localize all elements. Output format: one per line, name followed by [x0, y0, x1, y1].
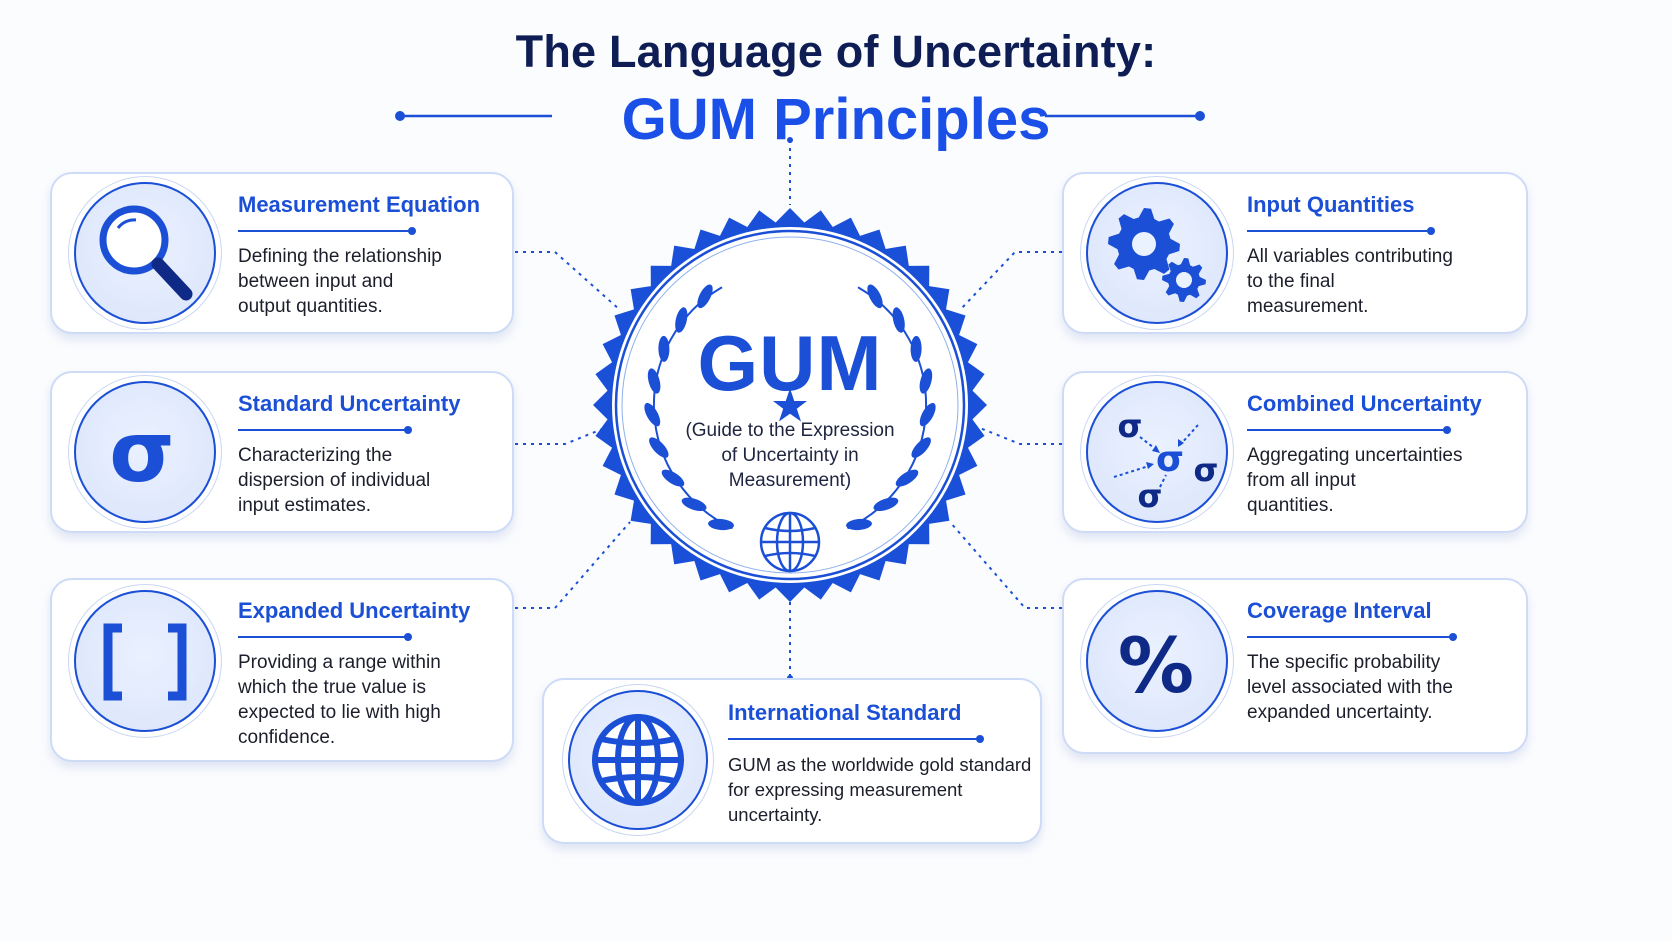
card-coverage-interval: % Coverage Interval The specific probabi… [1062, 578, 1528, 754]
laurel-leaf [919, 402, 936, 427]
gum-seal [593, 208, 987, 602]
laurel-leaf [681, 497, 707, 512]
standard-uncertainty-title: Standard Uncertainty [238, 391, 461, 416]
badge-acronym: GUM [697, 319, 883, 407]
laurel-leaf [919, 368, 933, 394]
expanded-uncertainty-description: Providing a range within which the true … [238, 652, 441, 748]
international-standard-description: GUM as the worldwide gold standard for e… [728, 754, 1032, 825]
connector-coverage-interval [949, 521, 1062, 609]
laurel-leaf [867, 284, 883, 309]
coverage-interval-icon-circle: % [1086, 590, 1228, 732]
svg-text:σ: σ [109, 403, 174, 501]
laurel-leaf [846, 518, 872, 531]
connector-combined-uncertainty [969, 423, 1062, 445]
connector-measurement-equation [515, 251, 621, 311]
combined-uncertainty-icon-circle: σ σ σ σ [1086, 381, 1228, 523]
expanded-uncertainty-rule [238, 633, 412, 641]
input-quantities-icon-circle [1086, 182, 1228, 324]
international-standard-icon-circle [568, 690, 708, 830]
laurel-leaf [697, 284, 713, 309]
card-measurement-equation: Measurement Equation Defining the relati… [50, 172, 514, 334]
laurel-leaf [647, 368, 661, 394]
coverage-interval-title: Coverage Interval [1247, 598, 1432, 623]
sigma-icon: σ [109, 403, 174, 501]
input-quantities-description: All variables contributing to the final … [1247, 246, 1453, 317]
international-standard-title: International Standard [728, 700, 962, 725]
measurement-equation-title: Measurement Equation [238, 192, 481, 217]
card-input-quantities: Input Quantities All variables contribut… [1062, 172, 1528, 334]
laurel-leaf [895, 469, 919, 487]
measurement-equation-icon-circle [74, 182, 216, 324]
badge-subtitle: (Guide to the Expression of Uncertainty … [685, 420, 895, 491]
expanded-uncertainty-title: Expanded Uncertainty [238, 598, 471, 623]
laurel-leaf [708, 518, 734, 531]
input-quantities-title: Input Quantities [1247, 192, 1415, 217]
star-icon [773, 388, 807, 422]
svg-text:σ: σ [1138, 477, 1163, 515]
combined-uncertainty-description: Aggregating uncertainties from all input… [1247, 445, 1463, 516]
laurel-leaf [661, 469, 685, 487]
card-combined-uncertainty: σ σ σ σ Combined Uncertainty Aggregating… [1062, 371, 1528, 533]
measurement-equation-rule [238, 227, 416, 235]
card-standard-uncertainty: σ Standard Uncertainty Characterizing th… [50, 371, 514, 533]
standard-uncertainty-description: Characterizing the dispersion of individ… [238, 445, 431, 516]
title-rule-right [1045, 111, 1205, 121]
svg-text:σ: σ [1194, 451, 1219, 489]
laurel-leaf [873, 497, 899, 512]
gears-icon [1108, 208, 1206, 302]
title-rule-left [395, 111, 552, 121]
measurement-equation-description: Defining the relationship between input … [238, 246, 442, 317]
globe-icon [759, 511, 821, 573]
sigma-combination-icon: σ σ σ σ [1113, 407, 1219, 515]
connector-standard-uncertainty [515, 423, 616, 445]
laurel-leaf [658, 335, 670, 362]
page-subtitle: GUM Principles [621, 87, 1051, 152]
combined-uncertainty-title: Combined Uncertainty [1247, 391, 1482, 416]
percent-icon: % [1118, 621, 1194, 710]
coverage-interval-rule [1247, 633, 1457, 641]
laurel-leaf [644, 402, 661, 427]
laurel-leaf [649, 437, 669, 458]
laurel-leaf [910, 335, 922, 362]
globe-icon [592, 714, 684, 806]
standard-uncertainty-rule [238, 426, 412, 434]
laurel-wreath-icon [644, 284, 936, 531]
expanded-uncertainty-icon-circle [74, 590, 216, 732]
combined-uncertainty-rule [1247, 426, 1451, 434]
svg-text:%: % [1118, 621, 1194, 710]
connector-expanded-uncertainty [515, 521, 631, 609]
laurel-leaf [675, 307, 688, 333]
coverage-interval-description: The specific probability level associate… [1247, 652, 1453, 723]
international-standard-rule [728, 735, 984, 743]
brackets-icon [103, 623, 187, 701]
laurel-leaf [911, 437, 931, 458]
input-quantities-rule [1247, 227, 1435, 235]
svg-text:σ: σ [1118, 407, 1143, 445]
magnifier-icon [99, 205, 193, 301]
card-international-standard: International Standard GUM as the worldw… [542, 678, 1042, 844]
page-title: The Language of Uncertainty: [515, 26, 1157, 77]
card-expanded-uncertainty: Expanded Uncertainty Providing a range w… [50, 578, 514, 762]
laurel-leaf [892, 307, 905, 333]
standard-uncertainty-icon-circle: σ [74, 381, 216, 523]
